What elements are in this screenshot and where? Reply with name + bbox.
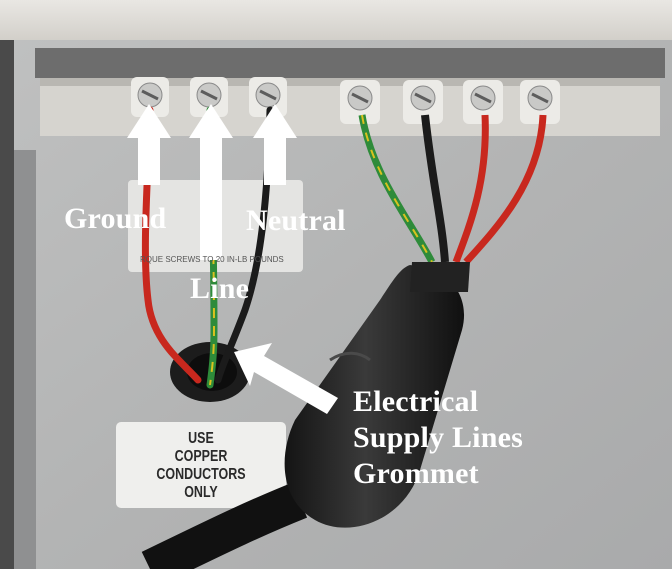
grommet-label-line-1: Electrical: [353, 385, 479, 418]
copper-sticker-text: USE COPPER CONDUCTORS ONLY: [135, 430, 268, 502]
copper-line-1: USE: [188, 430, 214, 447]
copper-line-4: ONLY: [184, 484, 218, 501]
grommet-label-line-3: Grommet: [353, 457, 479, 490]
copper-sticker: [116, 422, 286, 508]
terminal-screws: [131, 77, 560, 124]
line-label: Line: [190, 272, 250, 305]
copper-line-2: COPPER: [174, 448, 228, 465]
ground-label: Ground: [64, 202, 167, 235]
annotation-arrows: [127, 104, 338, 414]
grommet-label-line-2: Supply Lines: [353, 421, 523, 454]
torque-note: RQUE SCREWS TO 20 IN-LB POUNDS: [140, 255, 284, 264]
power-cord: [141, 262, 470, 569]
neutral-label: Neutral: [246, 204, 346, 237]
copper-line-3: CONDUCTORS: [156, 466, 246, 483]
